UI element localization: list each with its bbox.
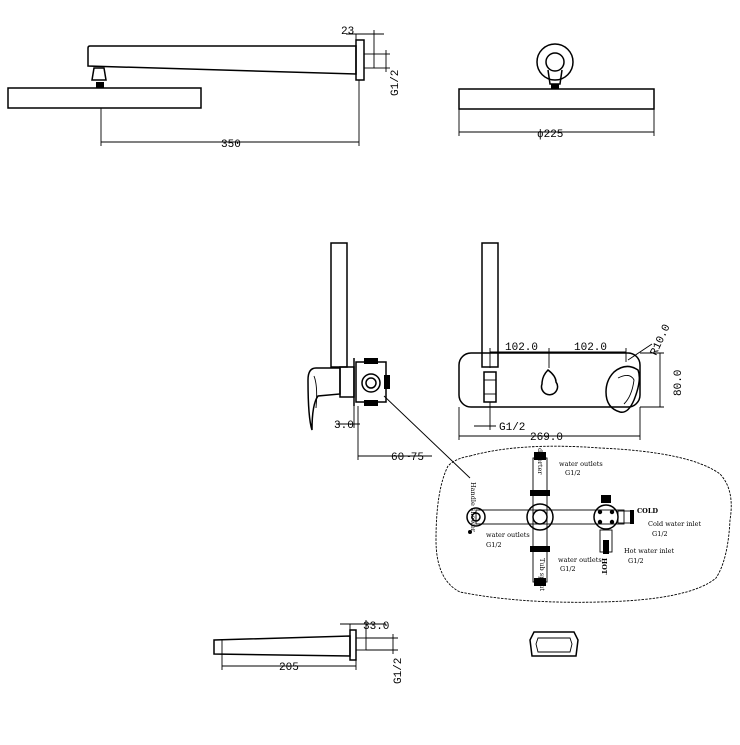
valve-body-circle: [361, 373, 381, 393]
valve-body: [355, 361, 387, 403]
arm-joint: [91, 67, 107, 81]
left-outlet-size: G1/2: [486, 541, 502, 549]
front-arm-joint: [547, 69, 563, 85]
valve-side-view: 3.0 60~75: [307, 242, 471, 479]
spout-flange: [349, 629, 357, 661]
cold-inlet-size: G1/2: [652, 530, 668, 538]
front-lever-handle: [605, 365, 641, 413]
hot-label: HOT: [600, 558, 608, 575]
diverter-label: diverter: [536, 448, 544, 475]
head-plate: [7, 87, 202, 109]
valve-plate: [339, 366, 355, 398]
shower-head-front-view: ϕ225: [458, 43, 655, 141]
left-outlet-label: water outlets: [486, 531, 530, 539]
shower-head-side-view: 23 G1/2 350: [7, 26, 402, 151]
bottom-outlet-label: water outlets: [558, 556, 602, 564]
spout-body: [213, 635, 351, 657]
detail-left-outlet: [466, 507, 486, 527]
dim-2690-label: 269.0: [530, 432, 563, 444]
cold-inlet-label: Cold water inlet: [648, 520, 701, 528]
dim-r100-label: R10.0: [649, 323, 674, 358]
detail-cartridge: [593, 504, 619, 530]
spout-side-view: 33.0 205 G1/2: [213, 620, 405, 684]
dim-front-g12-label: G1/2: [499, 422, 525, 434]
front-left-outlet: [483, 371, 497, 403]
spout-front-view: [529, 631, 579, 657]
dim-225-label: ϕ225: [537, 129, 563, 141]
top-outlet-size: G1/2: [565, 469, 581, 477]
dim-330-label: 33.0: [363, 621, 389, 633]
dim-205-label: 205: [279, 662, 299, 674]
spout-front-outer: [529, 631, 579, 657]
dim-6075-label: 60~75: [391, 452, 424, 464]
dim-23-label: 23: [341, 26, 354, 38]
cold-label: COLD: [637, 507, 658, 515]
hot-inlet-label: Hot water inlet: [624, 547, 675, 555]
valve-detail-view: Handle shower diverter water outlets G1/…: [435, 445, 732, 603]
dim-800-label: 80.0: [673, 370, 685, 396]
head-front-plate: [458, 88, 655, 110]
dim-350-label: 350: [221, 139, 241, 151]
detail-horizontal-bar: [475, 509, 625, 525]
riser-pipe: [330, 242, 348, 368]
handle-shower-label: Handle shower: [469, 482, 477, 533]
bottom-outlet-size: G1/2: [560, 565, 576, 573]
dim-1020-left-label: 102.0: [505, 342, 538, 354]
detail-cloud-outline: [435, 445, 732, 603]
dim-1020-right-label: 102.0: [574, 342, 607, 354]
valve-front-view: 102.0 102.0 R10.0 80.0 G1/2 269.0: [458, 242, 685, 444]
joint-nut: [96, 82, 104, 88]
flange-inner-circle: [545, 52, 565, 72]
dim-30-label: 3.0: [334, 420, 354, 432]
flange-thread: [363, 53, 375, 69]
shower-arm: [87, 45, 357, 75]
hot-inlet-size: G1/2: [628, 557, 644, 565]
wall-flange: [355, 39, 365, 81]
dim-spout-g12-label: G1/2: [393, 658, 405, 684]
detail-diverter-ring: [526, 503, 554, 531]
valve-handle: [307, 367, 341, 431]
dim-g12-label: G1/2: [390, 70, 402, 96]
front-diverter-knob: [540, 369, 559, 396]
flange-outer-circle: [536, 43, 574, 81]
top-outlet-label: water outlets: [559, 460, 603, 468]
tub-spout-label: Tub spout: [538, 558, 546, 591]
